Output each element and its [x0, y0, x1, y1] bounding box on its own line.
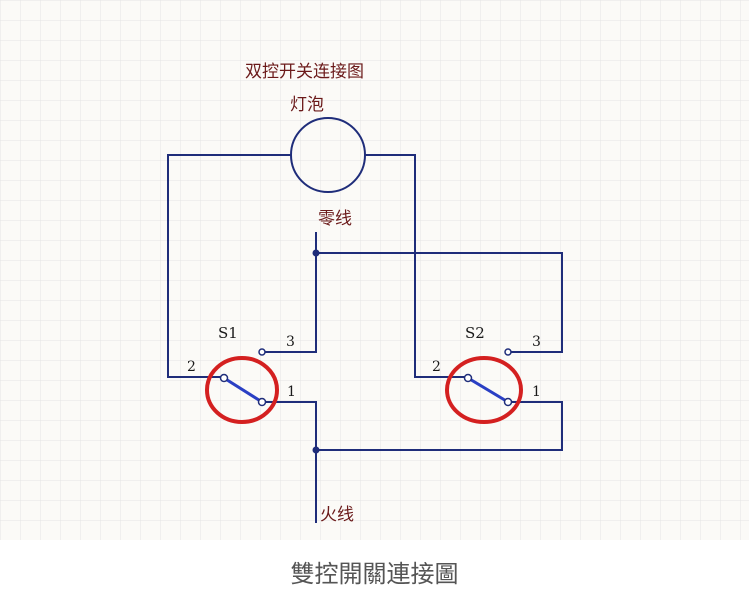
figure-caption: 雙控開關連接圖	[291, 560, 459, 588]
s1-pin3-label: 3	[286, 334, 295, 350]
s1-pin2-label: 2	[187, 359, 196, 375]
s1-pin2-terminal	[219, 373, 229, 383]
junction-neutral	[312, 249, 320, 257]
s2-pin2-terminal	[463, 373, 473, 383]
s1-lever	[223, 376, 263, 404]
s2-lever	[467, 376, 509, 404]
s1-pin1-label: 1	[287, 384, 296, 400]
wire-live	[262, 401, 317, 523]
wires	[167, 117, 563, 523]
s2-pin3-terminal	[504, 348, 512, 356]
live-label: 火线	[320, 505, 354, 525]
wire-neutral	[262, 232, 317, 353]
wire-bulb-s1	[167, 154, 291, 378]
s2-pin3-label: 3	[532, 334, 541, 350]
s1-pin1-terminal	[257, 397, 267, 407]
s1-name: S1	[218, 324, 238, 342]
s2-highlight-ellipse	[445, 356, 523, 424]
s2-pin1-label: 1	[532, 384, 541, 400]
wire-neutral-s2	[316, 252, 563, 353]
junction-live	[312, 446, 320, 454]
wire-bulb-s2	[365, 154, 466, 378]
s2-pin1-terminal	[503, 397, 513, 407]
wire-live-s2	[316, 401, 563, 451]
switch-s1	[205, 348, 279, 424]
s1-pin3-terminal	[258, 348, 266, 356]
grid-lines	[0, 0, 749, 540]
neutral-label: 零线	[318, 209, 352, 229]
bulb-label: 灯泡	[290, 95, 324, 115]
switch-s2	[445, 348, 523, 424]
diagram-title: 双控开关连接图	[245, 62, 364, 82]
s2-name: S2	[465, 324, 485, 342]
s2-pin2-label: 2	[432, 359, 441, 375]
s1-highlight-ellipse	[205, 356, 279, 424]
